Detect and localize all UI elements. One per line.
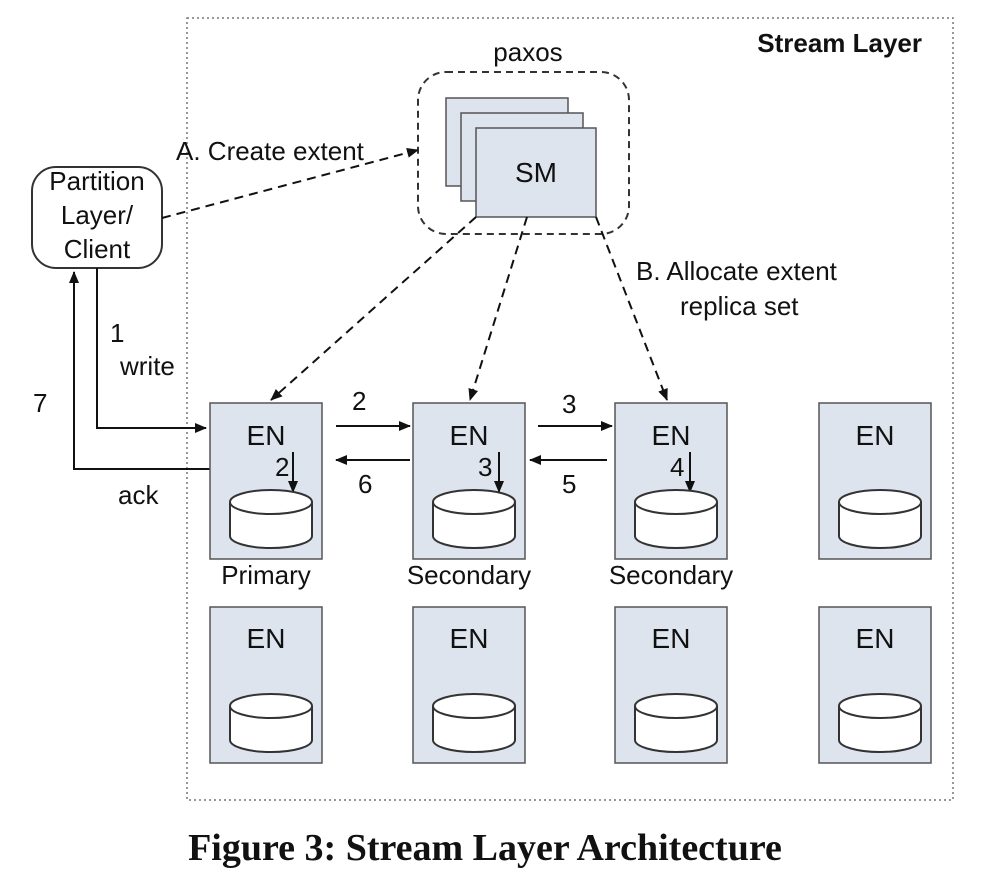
en-label: EN (450, 420, 489, 451)
sm-to-secondary-a-arrow (468, 216, 528, 401)
stream-layer-boundary (186, 17, 954, 801)
en-node-secondary-b[interactable]: EN 4 (614, 402, 728, 560)
en-node-primary[interactable]: EN 2 (209, 402, 323, 560)
step1-label: write (119, 351, 175, 381)
allocate-label-line2: replica set (680, 291, 799, 321)
secondary-b-role-label: Secondary (609, 560, 733, 590)
client-label-line3: Client (64, 234, 131, 264)
ack-arrow (69, 271, 210, 470)
create-extent-label: A. Create extent (176, 136, 365, 166)
local-step-label: 3 (478, 452, 492, 482)
allocate-label-line1: B. Allocate extent (636, 256, 838, 286)
figure-caption: Figure 3: Stream Layer Architecture (188, 827, 782, 869)
en-label: EN (247, 420, 286, 451)
stream-layer-title: Stream Layer (757, 28, 922, 58)
en-label: EN (247, 623, 286, 654)
local-step-label: 2 (275, 452, 289, 482)
disk-icon (229, 489, 313, 549)
en-node-row2-3[interactable]: EN (614, 606, 728, 764)
step3-label: 3 (562, 389, 576, 419)
client-label-line2: Layer/ (61, 200, 134, 230)
en-node-secondary-a[interactable]: EN 3 (412, 402, 526, 560)
disk-icon (634, 693, 718, 753)
en-node-idle-row1[interactable]: EN (818, 402, 932, 560)
disk-icon (838, 693, 922, 753)
client-label-line1: Partition (49, 166, 144, 196)
disk-icon (432, 489, 516, 549)
disk-icon (229, 693, 313, 753)
en-label: EN (856, 623, 895, 654)
en-label: EN (856, 420, 895, 451)
disk-icon (838, 489, 922, 549)
paxos-label: paxos (493, 37, 562, 67)
local-step-label: 4 (670, 452, 684, 482)
en-label: EN (652, 623, 691, 654)
secondary-a-role-label: Secondary (407, 560, 531, 590)
step6-label: 6 (358, 469, 372, 499)
step1-number: 1 (110, 318, 124, 348)
en-node-row2-2[interactable]: EN (412, 606, 526, 764)
sm-to-secondary-b-arrow (595, 216, 668, 401)
step5-label: 5 (562, 469, 576, 499)
en-label: EN (450, 623, 489, 654)
en-node-row2-4[interactable]: EN (818, 606, 932, 764)
disk-icon (634, 489, 718, 549)
sm-label: SM (515, 157, 557, 188)
sm-box[interactable] (475, 127, 597, 218)
sm-to-primary-arrow (270, 216, 477, 401)
step7-label: 7 (33, 388, 47, 418)
ack-label: ack (118, 480, 159, 510)
step2-label: 2 (352, 386, 366, 416)
en-label: EN (652, 420, 691, 451)
primary-role-label: Primary (221, 560, 311, 590)
write-arrow (96, 268, 207, 433)
en-node-row2-1[interactable]: EN (209, 606, 323, 764)
disk-icon (432, 693, 516, 753)
